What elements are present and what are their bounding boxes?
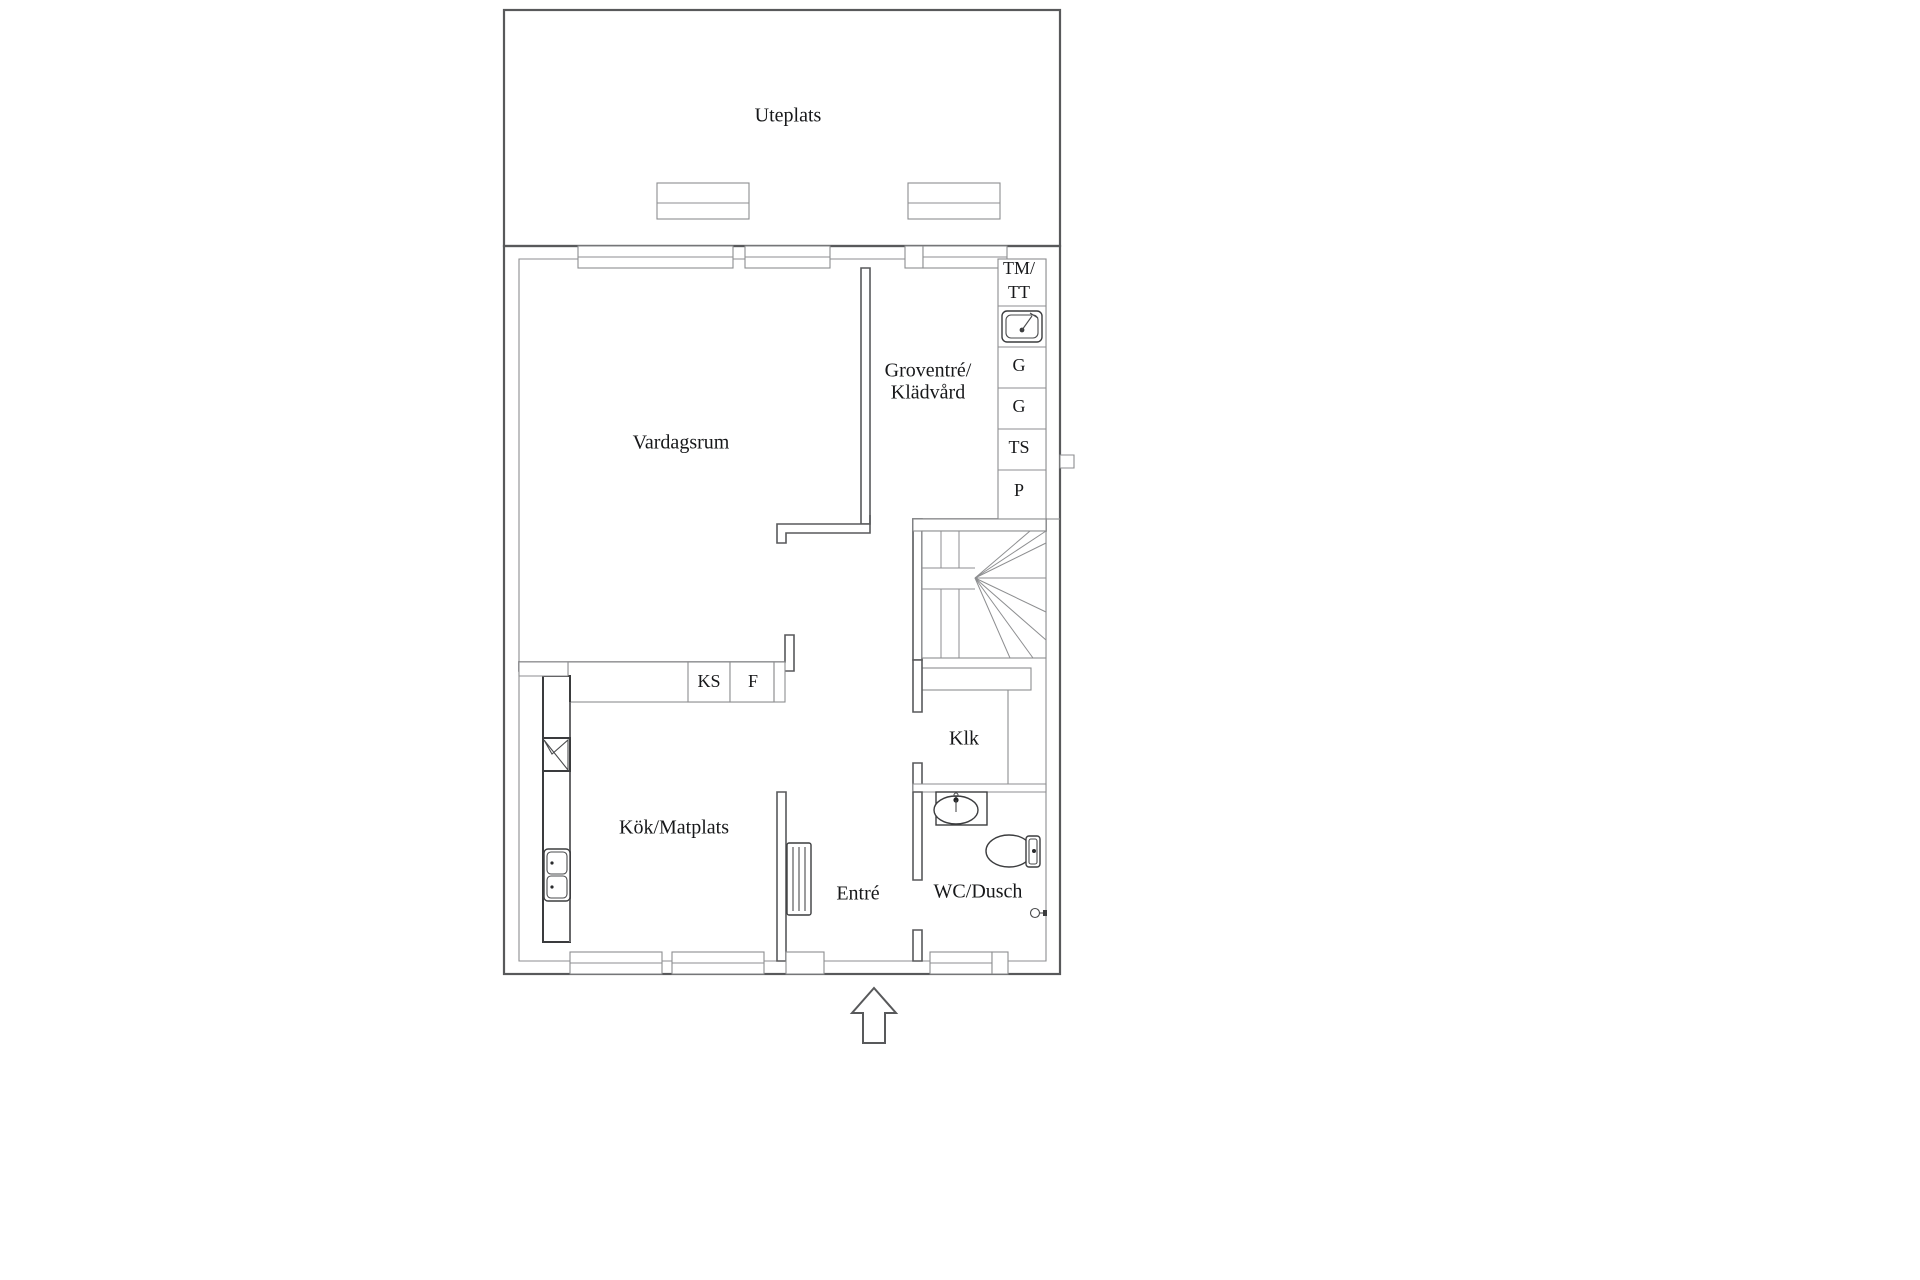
- radiator-icon: [786, 842, 812, 916]
- room-label-klk: Klk: [949, 728, 979, 750]
- appliance-label-ks: KS: [697, 671, 720, 691]
- appliance-label-tm-tt-line2: TT: [1008, 282, 1030, 302]
- appliance-column: [997, 258, 1047, 520]
- klk-walls: [912, 659, 1047, 793]
- laundry-sink-icon: [1001, 310, 1043, 343]
- window-group-north: [577, 245, 1008, 269]
- appliance-label-g1: G: [1013, 355, 1026, 375]
- shower-fitting-icon: [1029, 907, 1047, 919]
- appliance-label-g2: G: [1013, 396, 1026, 416]
- winder-staircase-icon: [912, 518, 1047, 691]
- room-label-groventre-line2: Klädvård: [891, 382, 965, 404]
- appliance-label-f: F: [748, 671, 758, 691]
- patio-door-right: [907, 182, 1001, 220]
- exterior-wall-jog: [1046, 454, 1075, 520]
- appliance-label-p: P: [1014, 480, 1024, 500]
- kitchen-sink-icon: [542, 737, 571, 772]
- room-label-kok: Kök/Matplats: [619, 817, 729, 839]
- room-label-vardagsrum: Vardagsrum: [633, 432, 730, 454]
- patio-door-left: [656, 182, 750, 220]
- appliance-label-tm-tt-line1: TM/: [1003, 258, 1035, 278]
- room-label-groventre-line1: Groventré/: [885, 360, 972, 382]
- vardagsrum-walls: [518, 267, 871, 672]
- toilet-icon: [985, 834, 1041, 868]
- wc-dusch-walls: [912, 791, 923, 962]
- entrance-arrow-icon: [849, 986, 899, 1044]
- washbasin-icon: [933, 791, 988, 826]
- window-group-south: [569, 951, 1009, 975]
- room-label-entre: Entré: [836, 883, 879, 905]
- room-label-uteplats: Uteplats: [755, 105, 822, 127]
- entre-walls: [776, 791, 787, 962]
- room-label-wc-dusch: WC/Dusch: [934, 881, 1023, 903]
- appliance-label-ts: TS: [1008, 437, 1029, 457]
- stove-icon: [543, 848, 571, 902]
